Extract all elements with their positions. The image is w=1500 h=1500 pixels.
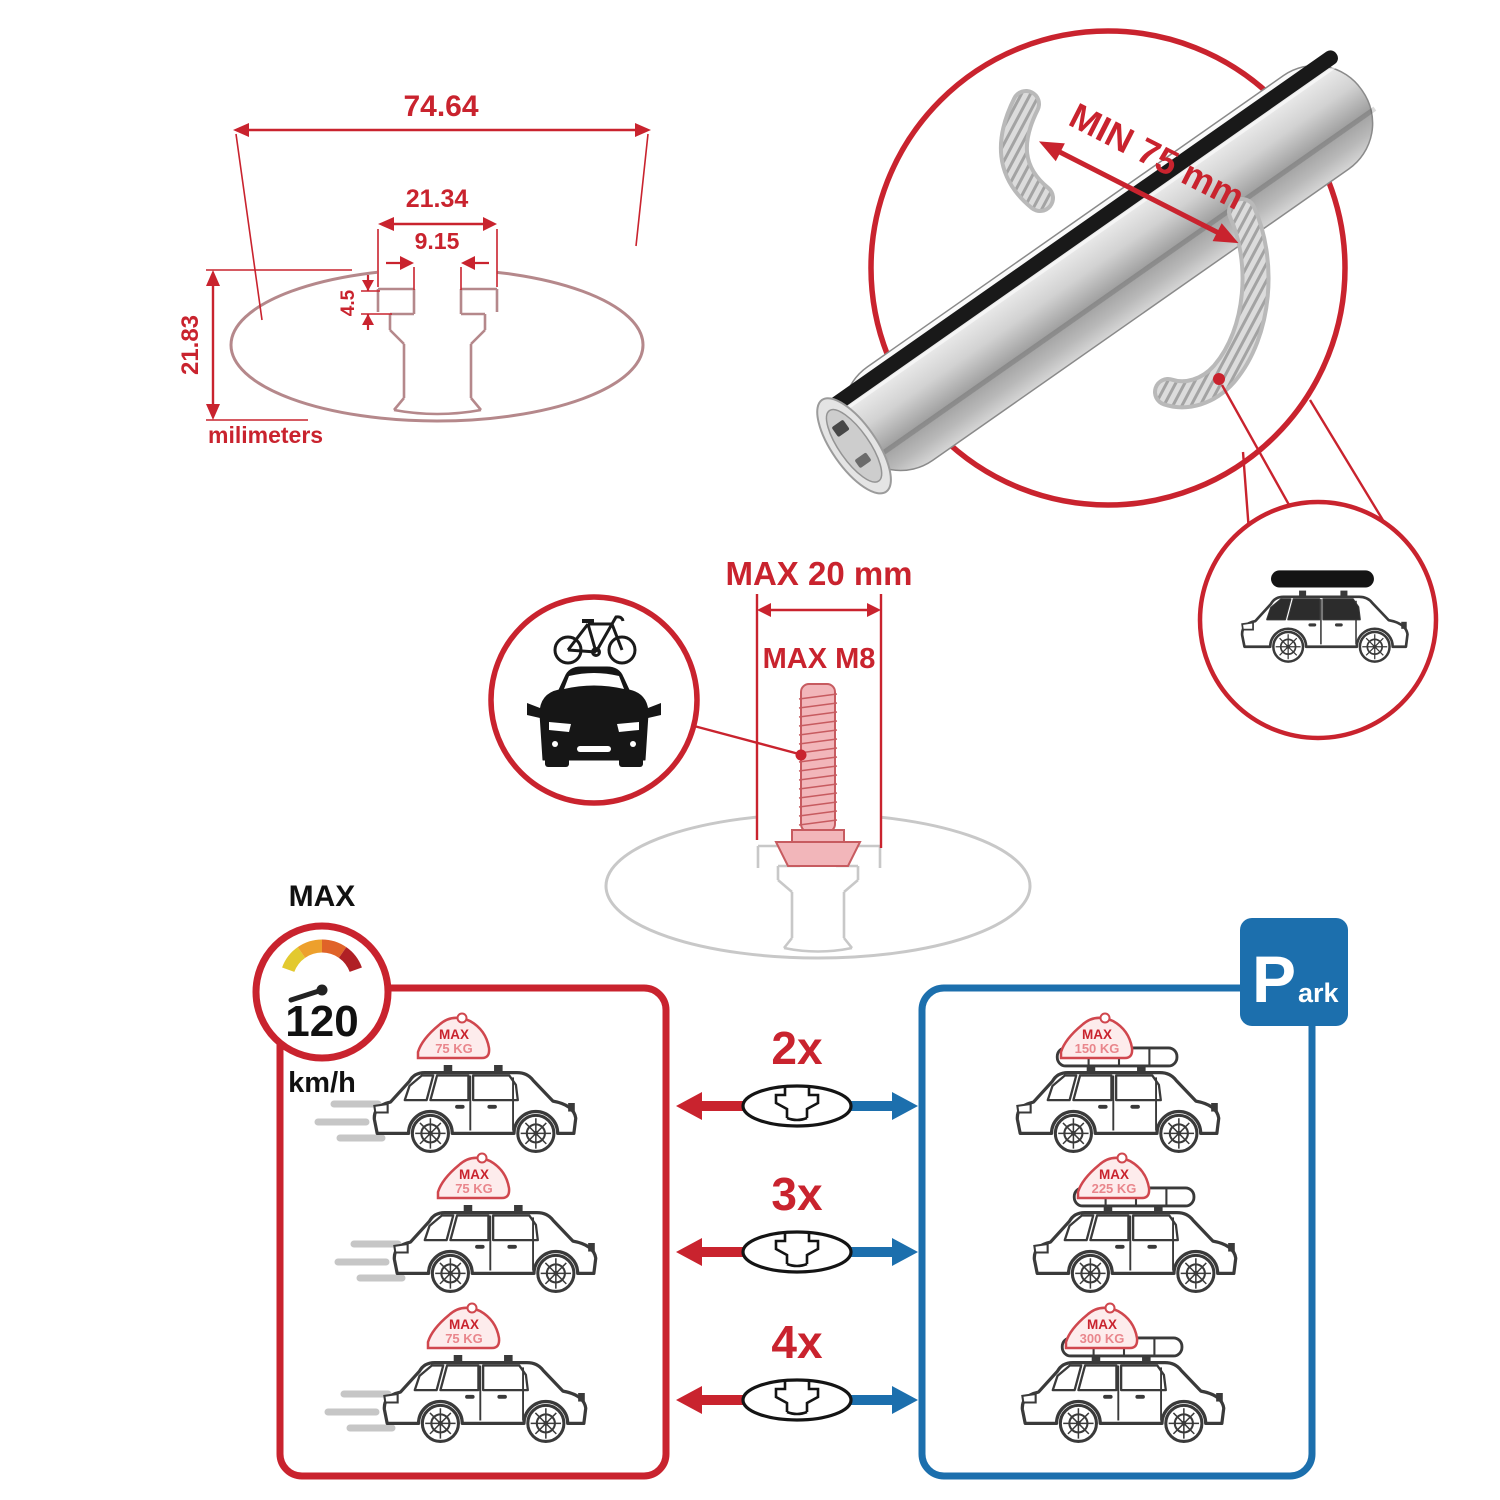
dim-slot-opening: 9.15 (415, 228, 460, 254)
bar-detail-callout: MIN 75 mm (816, 28, 1439, 741)
driving-car-3: MAX 75 KG (328, 1302, 586, 1442)
crossbar-profile-icon (741, 1378, 853, 1422)
speed-max-label: MAX (289, 880, 356, 913)
callout-dot (1213, 373, 1225, 385)
suv-with-roofbox (1242, 570, 1407, 661)
arrow-right (892, 1092, 918, 1120)
driving-car-2: MAX 75 KG (338, 1152, 596, 1292)
load-comparison: MAX 120 km/h P ark MAX 75 KG (252, 880, 1348, 1480)
rubber-channel-strip (826, 50, 1338, 413)
units-label: milimeters (208, 422, 323, 448)
tag-weight: 75 KG (455, 1181, 493, 1196)
max-slot-width-label: MAX 20 mm (725, 555, 912, 592)
tag-weight: 225 KG (1092, 1181, 1137, 1196)
parked-car-1: MAX 150 KG (1017, 1012, 1218, 1152)
multiplier-label: 2x (771, 1022, 823, 1074)
arrow-right (892, 1386, 918, 1414)
bike-car-circle-border (488, 594, 700, 806)
dim-total-height: 21.83 (177, 315, 204, 375)
crossbar-profile-icon (741, 1084, 853, 1128)
load-tag: MAX 225 KG (1076, 1152, 1151, 1200)
crossbar-count-row-1: 2x (676, 1022, 918, 1128)
roof-box (1271, 570, 1374, 588)
multiplier-label: 4x (771, 1316, 823, 1368)
profile-t-slot (376, 287, 499, 416)
load-tag: MAX 75 KG (436, 1152, 511, 1200)
max-thread-label: MAX M8 (763, 643, 876, 675)
crossbar-profile-icon (741, 1230, 853, 1274)
load-tag: MAX 300 KG (1064, 1302, 1139, 1350)
speed-unit: km/h (288, 1067, 356, 1099)
dim-lip-depth: 4.5 (338, 289, 359, 316)
arrow-right (892, 1238, 918, 1266)
multiplier-label: 3x (771, 1168, 823, 1220)
speed-value: 120 (285, 997, 358, 1046)
bolt-diagram: MAX 20 mm MAX M8 (488, 555, 1032, 960)
tag-max: MAX (1099, 1167, 1129, 1182)
arrow-left (676, 1238, 702, 1266)
dim-slot-outer: 21.34 (406, 185, 469, 213)
bolt-threads (798, 693, 838, 826)
tag-weight: 75 KG (435, 1041, 473, 1056)
park-letter: P (1252, 942, 1296, 1016)
crossbar-count-row-3: 4x (676, 1316, 918, 1422)
bolt-t-head (774, 841, 862, 867)
load-tag: MAX 150 KG (1059, 1012, 1134, 1060)
tag-weight: 150 KG (1075, 1041, 1120, 1056)
tag-max: MAX (449, 1317, 479, 1332)
load-tag: MAX 75 KG (426, 1302, 501, 1350)
tag-max: MAX (1082, 1027, 1112, 1042)
t-bolt (774, 683, 862, 867)
bolt-leader-line (693, 724, 800, 756)
park-suffix: ark (1298, 978, 1340, 1008)
profile-mask (377, 258, 497, 306)
tag-max: MAX (1087, 1317, 1117, 1332)
tag-weight: 300 KG (1080, 1331, 1125, 1346)
tag-weight: 75 KG (445, 1331, 483, 1346)
tag-max: MAX (439, 1027, 469, 1042)
driving-car-1: MAX 75 KG (318, 1012, 576, 1152)
load-tag: MAX 75 KG (416, 1012, 491, 1060)
aluminium-crossbar (816, 50, 1377, 495)
arrow-left (676, 1092, 702, 1120)
arrow-left (676, 1386, 702, 1414)
cross-section-diagram: 74.64 21.34 9.15 4.5 21.83 milimeters (177, 90, 651, 448)
parked-car-2: MAX 225 KG (1034, 1152, 1235, 1292)
park-sign: P ark (1240, 918, 1348, 1026)
dim-total-width: 74.64 (403, 90, 478, 123)
parked-car-3: MAX 300 KG (1022, 1302, 1223, 1442)
car-circle-border (1197, 499, 1439, 741)
tag-max: MAX (459, 1167, 489, 1182)
speed-limit-gauge: MAX 120 km/h (252, 880, 392, 1099)
crossbar-count-row-2: 3x (676, 1168, 918, 1274)
